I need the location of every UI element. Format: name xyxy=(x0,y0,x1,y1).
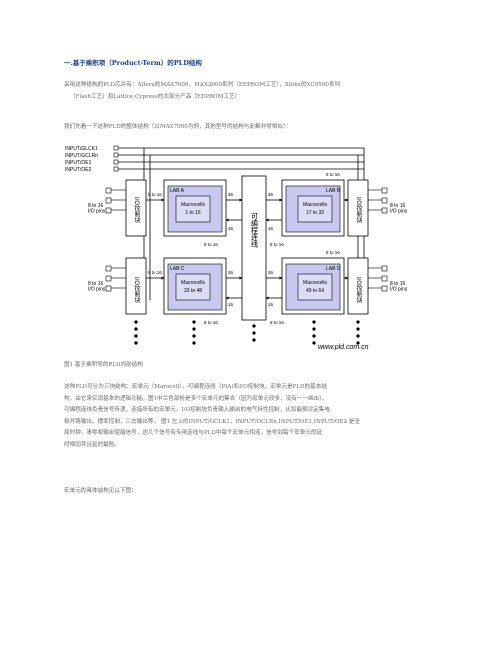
caption-text: 图1 基于乘积项的PLD内部结构 xyxy=(64,362,143,368)
bus-label: 8 to 16 xyxy=(204,242,218,247)
description-line-1: 这种PLD可分为三块结构：宏单元（Marocell），可编程连线（PIA)和I/… xyxy=(64,384,327,390)
pia-label: 可编程连线 xyxy=(251,213,259,248)
closing-paragraph: 宏单元的具体结构见以下图： xyxy=(64,486,444,498)
figure-caption: 图1 基于乘积项的PLD内部结构 xyxy=(64,360,444,372)
bus-label: 36 xyxy=(228,192,234,197)
input-label: INPUT/GCLRn xyxy=(65,153,98,159)
io-block-label: I/O控制块 xyxy=(355,277,362,304)
macrocell-range: 17 to 32 xyxy=(306,210,324,216)
pld-structure-diagram: INPUT/GLCK1 INPUT/GCLRn INPUT/OE1 INPUT/… xyxy=(65,145,408,351)
bus-label: 8 to 16 xyxy=(326,172,340,177)
macrocell-label: Macrocells xyxy=(303,202,327,208)
macrocell-label: Macrocells xyxy=(181,202,205,208)
io-pins-left xyxy=(105,187,126,292)
io-block-right-top: I/O控制块 xyxy=(347,179,369,237)
bus-label: 8 to 16 xyxy=(326,250,340,255)
lab-a: LAB A Macrocells 1 to 16 xyxy=(163,179,227,237)
input-pin xyxy=(113,152,119,158)
input-pin xyxy=(113,159,119,165)
closing-text: 宏单元的具体结构见以下图： xyxy=(64,488,137,494)
input-label: INPUT/GLCK1 xyxy=(65,146,98,152)
description-line-5: 局时钟，清零和输出使能信号，这几个信号有专用连线与PLD中每个宏单元相连，信号到… xyxy=(64,430,323,436)
macrocell-label: Macrocells xyxy=(303,280,327,286)
io-block-label: I/O控制块 xyxy=(355,197,362,224)
io-block-left-bottom: I/O控制块 xyxy=(125,257,147,315)
bus-label: 16 xyxy=(268,302,274,307)
description-line-3: 可编程连线负责信号传递，连接所有的宏单元。I/O控制块负责输入输出的电气特性控制… xyxy=(64,407,330,413)
lab-name: LAB B xyxy=(326,188,341,194)
watermark: www.pld.com.cn xyxy=(318,344,369,351)
bus-label: 36 xyxy=(268,270,274,275)
bus-label: 8 to 16 xyxy=(270,242,284,247)
input-pin xyxy=(113,145,119,151)
bus-labels: 8 to 16 36 16 36 16 8 to 16 8 to 16 8 to… xyxy=(148,172,340,325)
bus-label: 16 xyxy=(228,302,234,307)
bus-label: 16 xyxy=(228,226,234,231)
bus-label: 8 to 16 xyxy=(148,192,162,197)
intro-line-1: 采用这种结构的PLD芯片有：Altera的MAX7000，MAX3000系列（E… xyxy=(64,82,341,88)
lab-c: LAB C Macrocells 33 to 48 xyxy=(163,257,227,315)
intro-paragraph: 采用这种结构的PLD芯片有：Altera的MAX7000，MAX3000系列（E… xyxy=(64,80,444,103)
overview-paragraph: 我们先看一下这种PLD的整体结构（以MAX7000为例，其他型号的结构与此都非常… xyxy=(64,122,444,134)
macrocell-range: 1 to 16 xyxy=(185,210,201,216)
io-block-right-bottom: I/O控制块 xyxy=(347,257,369,315)
description-line-6: 时相同并且延时最短。 xyxy=(64,441,120,448)
description-line-4: 极开路输出，摆率控制，三态输出等。 图1 左上的INPUT/GCLK1，INPU… xyxy=(64,418,361,425)
io-block-label: I/O控制块 xyxy=(133,277,140,304)
lab-name: LAB A xyxy=(170,188,185,194)
macrocell-range: 49 to 64 xyxy=(306,288,324,294)
input-label: INPUT/OE2 xyxy=(65,167,92,173)
io-block-left-top: I/O控制块 xyxy=(125,179,147,237)
lab-name: LAB C xyxy=(170,266,185,272)
bus-label: 36 xyxy=(228,270,234,275)
macrocell-label: Macrocells xyxy=(181,280,205,286)
bus-label: 8 to 16 xyxy=(270,320,284,325)
description-line-2: 构，由它来实现基本的逻辑功能。图1中兰色部份是多个宏单元的集合（因为宏单元较多，… xyxy=(64,395,328,402)
pia-block: 可编程连线 xyxy=(241,175,267,321)
io-pins-right xyxy=(368,187,388,292)
section-heading: 一.基于乘积项（Product-Term）的PLD结构 xyxy=(64,59,202,67)
input-label: INPUT/OE1 xyxy=(65,160,92,166)
intro-line-2: （Flash工艺）和Lattice,Cypress的大部分产品（EEPROM工艺… xyxy=(70,93,241,100)
bus-label: 16 xyxy=(268,226,274,231)
io-block-label: I/O控制块 xyxy=(133,197,140,224)
bus-label: 36 xyxy=(268,192,274,197)
input-pin xyxy=(113,166,119,172)
lab-name: LAB D xyxy=(326,266,341,272)
macrocell-range: 33 to 48 xyxy=(184,288,202,294)
bus-lines xyxy=(146,198,349,300)
continuation-dots xyxy=(134,320,360,345)
lab-b: LAB B Macrocells 17 to 32 xyxy=(281,179,345,237)
overview-text: 我们先看一下这种PLD的整体结构（以MAX7000为例，其他型号的结构与此都非常… xyxy=(64,124,292,130)
description-paragraph: 这种PLD可分为三块结构：宏单元（Marocell），可编程连线（PIA)和I/… xyxy=(64,382,444,451)
bus-label: 8 to 16 xyxy=(148,270,162,275)
bus-label: 8 to 16 xyxy=(204,320,218,325)
lab-d: LAB D Macrocells 49 to 64 xyxy=(281,257,345,315)
